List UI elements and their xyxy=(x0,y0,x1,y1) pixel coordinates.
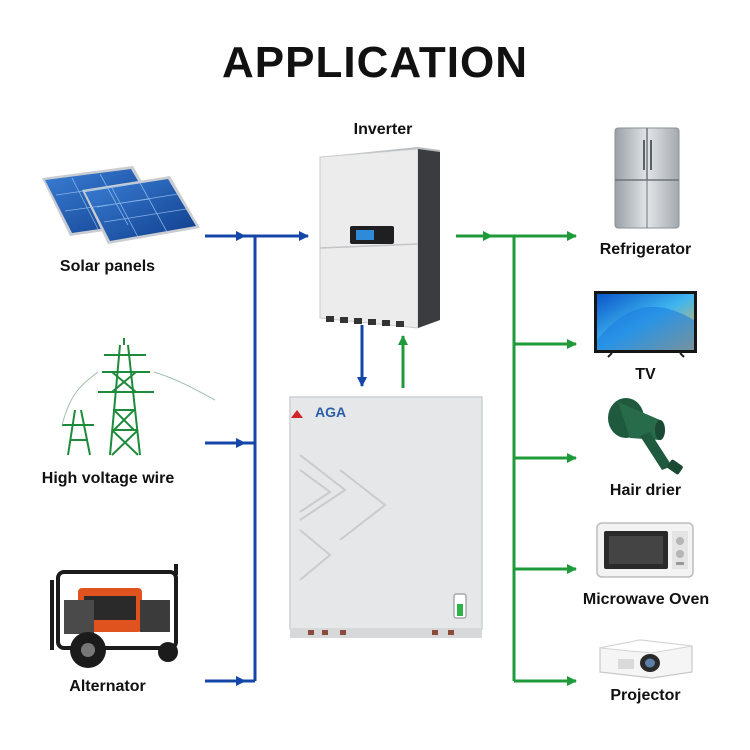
source-label-solar-panels: Solar panels xyxy=(59,258,156,275)
load-label-hair-drier: Hair drier xyxy=(609,482,682,499)
load-label-projector: Projector xyxy=(610,687,681,704)
tv-icon xyxy=(594,291,697,358)
inverter-icon xyxy=(319,147,440,329)
refrigerator-icon xyxy=(614,127,680,229)
solar-panel-icon xyxy=(42,166,200,244)
microwave-oven-icon xyxy=(596,522,694,578)
projector-icon xyxy=(599,639,693,679)
transmission-tower-icon xyxy=(61,338,216,456)
battery-icon xyxy=(289,396,483,638)
output-lines xyxy=(398,231,577,686)
load-label-tv: TV xyxy=(635,366,656,383)
load-label-microwave-oven: Microwave Oven xyxy=(582,591,710,608)
load-label-refrigerator: Refrigerator xyxy=(599,241,692,258)
aga-logo-icon xyxy=(291,410,303,418)
aga-watermark-icon xyxy=(299,454,387,581)
hair-dryer-icon xyxy=(608,398,683,475)
generator-icon xyxy=(50,564,178,668)
source-label-alternator: Alternator xyxy=(69,678,146,695)
source-label-high-voltage-wire: High voltage wire xyxy=(41,470,175,487)
input-lines xyxy=(205,231,367,686)
page-title: APPLICATION xyxy=(222,38,528,87)
inverter-label: Inverter xyxy=(353,121,413,138)
battery-brand-label: AGA xyxy=(315,404,347,420)
